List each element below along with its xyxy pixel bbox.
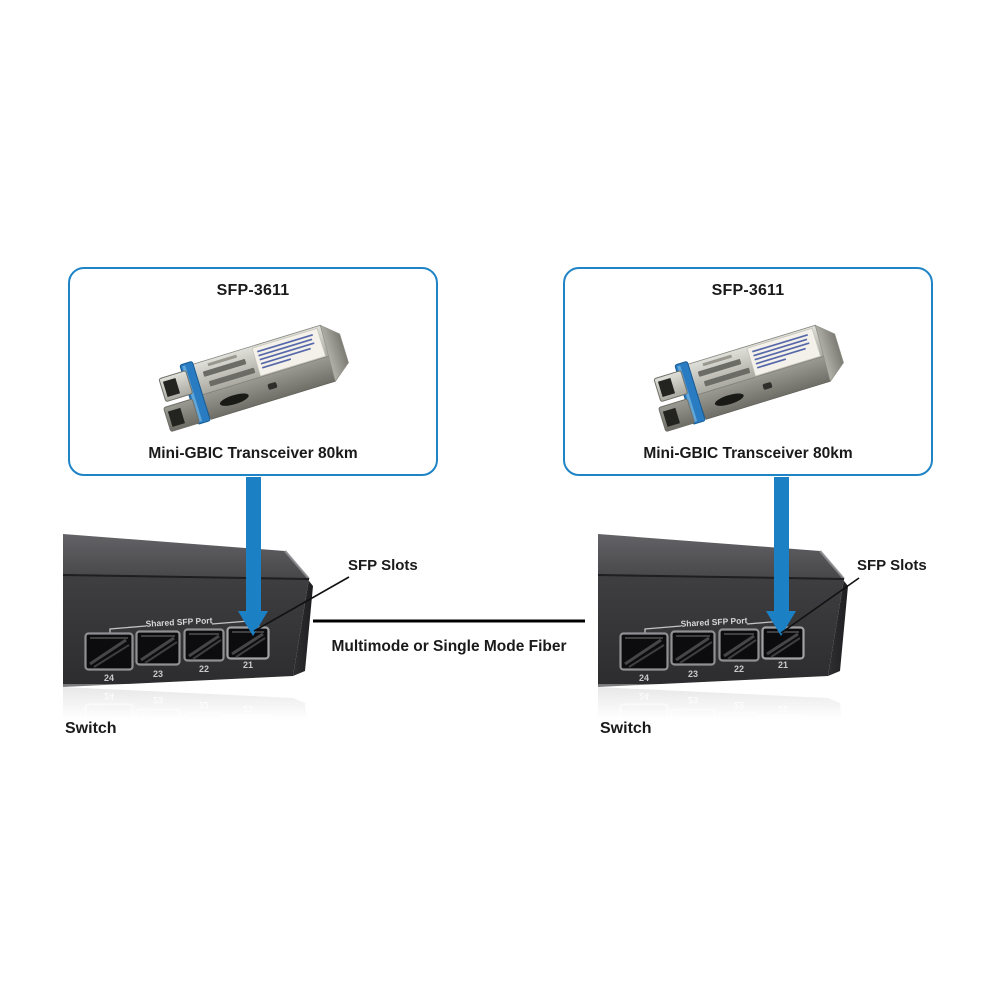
module-title: SFP-3611 — [216, 282, 290, 299]
sfp-slot-23 — [135, 630, 181, 666]
port-number-22: 22 — [199, 664, 209, 674]
module-panel-left: SFP-3611 — [68, 267, 438, 476]
sfp-slots-label-right: SFP Slots — [857, 557, 927, 574]
fiber-link-label: Multimode or Single Mode Fiber — [331, 638, 567, 655]
switch-label-left: Switch — [65, 720, 117, 737]
module-sticker-label — [251, 327, 327, 377]
module-caption: Mini-GBIC Transceiver 80km — [643, 445, 853, 462]
lc-connector — [158, 370, 200, 432]
sfp-slot-24 — [84, 632, 134, 671]
shared-sfp-port-label: Shared SFP Port — [145, 615, 213, 628]
arrow-shaft — [246, 477, 261, 612]
bracket-line-left — [109, 625, 147, 634]
sfp-transceiver-image-left — [158, 324, 349, 432]
switch-image-right — [598, 534, 848, 719]
switch-label-right: Switch — [600, 720, 652, 737]
sfp-transceiver-image-right — [650, 317, 849, 434]
arrow-shaft — [774, 477, 789, 612]
module-caption: Mini-GBIC Transceiver 80km — [148, 445, 358, 462]
port-number-23: 23 — [153, 669, 163, 679]
module-title: SFP-3611 — [711, 282, 785, 299]
port-number-24: 24 — [104, 673, 114, 683]
module-panel-right: SFP-3611 Mini-GBIC Transceiver 80km — [563, 267, 933, 476]
port-number-21: 21 — [243, 660, 253, 670]
chassis-side-face — [285, 551, 313, 676]
chassis-top-face — [63, 534, 309, 579]
sfp-slot-22 — [183, 628, 225, 662]
sfp-slots-label-left: SFP Slots — [348, 557, 418, 574]
arrow-head-icon — [766, 611, 796, 636]
arrow-head-icon — [238, 611, 268, 636]
switch-image-left: Shared SFP Port — [63, 534, 313, 719]
